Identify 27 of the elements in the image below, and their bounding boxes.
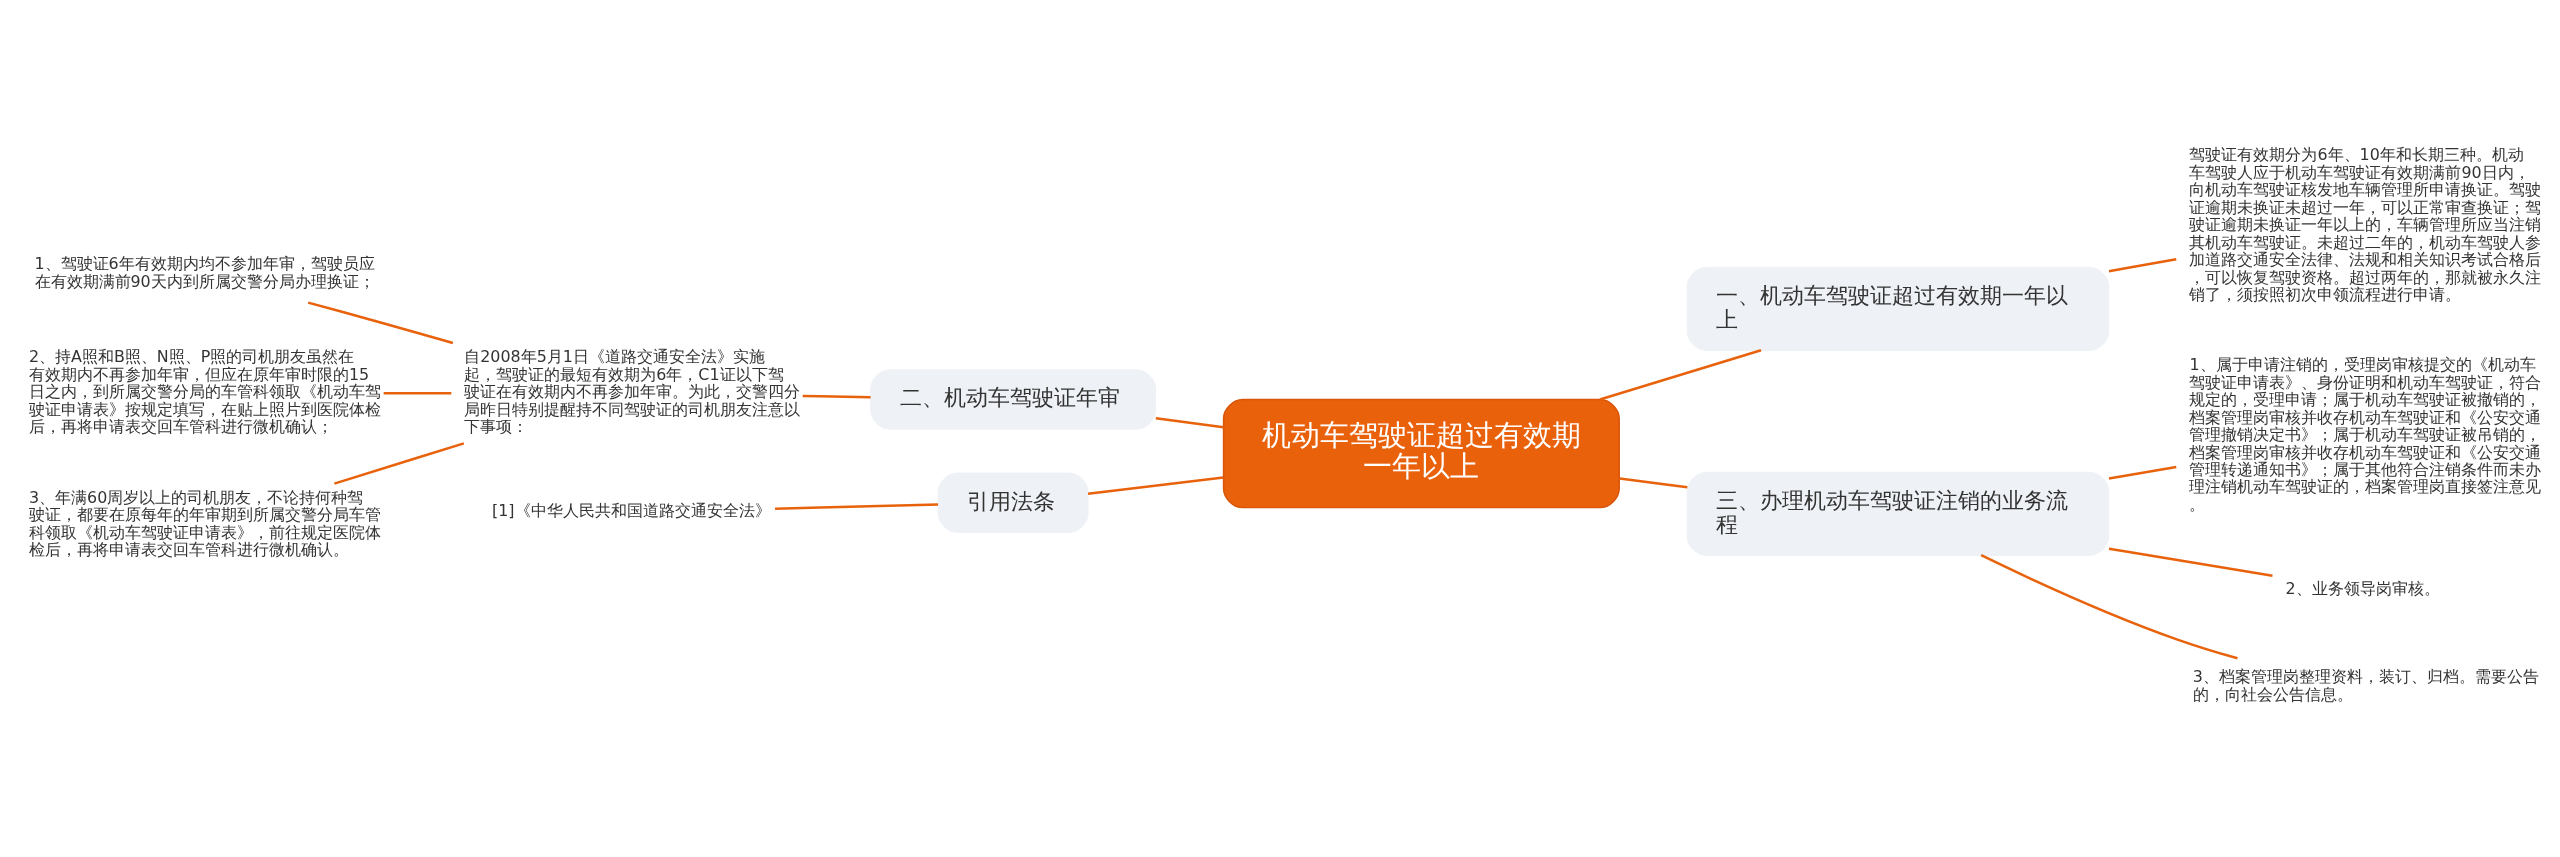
node-box: 二、机动车驾驶证年审 xyxy=(870,369,1157,430)
connector xyxy=(383,391,452,395)
node-text: 3、档案管理岗整理资料，装订、归档。需要公告的，向社会公告信息。 xyxy=(2192,667,2539,704)
node-text: 2、业务领导岗审核。 xyxy=(2285,579,2440,599)
connector xyxy=(1087,476,1224,496)
node-text: 自2008年5月1日《道路交通安全法》实施起，驾驶证的最短有效期为6年，C1证以下驾驶证在有效期内不再参加年审。为此，交警四分局昨日特别提醒持不同驾驶证的司机朋友注意以下事项： xyxy=(464,347,801,437)
connector xyxy=(307,301,454,345)
node-text: 2、持A照和B照、N照、P照的司机朋友虽然在有效期内不再参加年审，但应在原年审时限的15日之内，到所属交警分局的车管科领取《机动车驾驶证申请表》按规定填写，在贴上照片到医院体检后，再将申请表交回车管科进行微机确认； xyxy=(28,347,381,437)
node-text: 3、年满60周岁以上的司机朋友，不论持何种驾驶证，都要在原每年的年审期到所属交警分局车管科领取《机动车驾驶证申请表》，前往规定医院体检后，再将申请表交回车管科进行微机确认。 xyxy=(28,487,381,560)
connector xyxy=(334,442,465,485)
connector xyxy=(1980,554,2238,660)
connector xyxy=(2108,465,2177,480)
connector xyxy=(1599,349,1762,401)
connector xyxy=(2108,547,2273,578)
node-box: 三、办理机动车驾驶证注销的业务流程 xyxy=(1686,471,2110,556)
node-text: 1、属于申请注销的，受理岗审核提交的《机动车驾驶证申请表》、身份证明和机动车驾驶证，符合规定的，受理申请；属于机动车驾驶证被撤销的，档案管理岗审核并收存机动车驾驶证和《公安交通管理撤销决定书》；属于机动车驾驶证被吊销的，档案管理岗审核并收存机动车驾驶证和《公安交通管理转递通知书》；属于其他符合注销条件而未办理注销机动车驾驶证的，档案管理岗直接签注意见。 xyxy=(2189,355,2542,514)
node-text: 驾驶证有效期分为6年、10年和长期三种。机动车驾驶人应于机动车驾驶证有效期满前90日内，向机动车驾驶证核发地车辆管理所申请换证。驾驶证逾期未换证未超过一年，可以正常审查换证；驾驶证逾期未换证一年以上的，车辆管理所应当注销其机动车驾驶证。未超过二年的，机动车驾驶人参加道路交通安全法律、法规和相关知识考试合格后，可以恢复驾驶资格。超过两年的，那就被永久注销了，须按照初次申领流程进行申请。 xyxy=(2189,145,2542,305)
node-text: [1]《中华人民共和国道路交通安全法》 xyxy=(492,501,771,521)
connector xyxy=(1155,417,1224,429)
connector xyxy=(1619,477,1688,489)
connector xyxy=(775,503,939,510)
connector xyxy=(802,394,871,399)
node-box: 引用法条 xyxy=(937,472,1089,533)
node-box: 机动车驾驶证超过有效期一年以上 xyxy=(1222,398,1620,509)
connector xyxy=(2108,257,2177,273)
node-box: 一、机动车驾驶证超过有效期一年以上 xyxy=(1686,266,2110,352)
node-text: 1、驾驶证6年有效期内均不参加年审，驾驶员应在有效期满前90天内到所属交警分局办理换证； xyxy=(34,254,375,291)
